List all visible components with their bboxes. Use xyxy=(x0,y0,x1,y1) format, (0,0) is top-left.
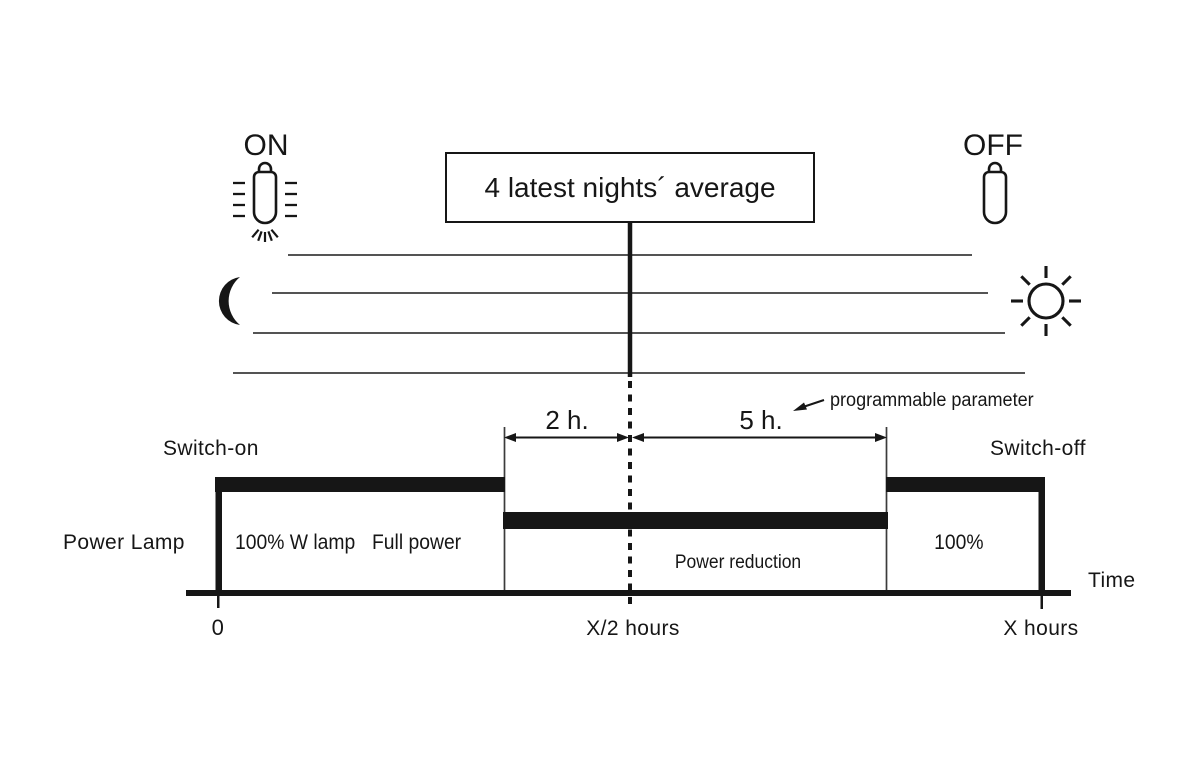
origin-tick xyxy=(217,596,220,608)
axis-end-label: X hours xyxy=(1003,617,1079,640)
switch-off-label: Switch-off xyxy=(990,437,1086,460)
switch-on-label: Switch-on xyxy=(163,437,259,460)
sun-icon xyxy=(1011,266,1081,336)
power-waveform xyxy=(186,477,1071,609)
full-power-bar xyxy=(215,477,505,492)
end-pct-label: 100% xyxy=(934,531,984,554)
on-label: ON xyxy=(243,129,289,162)
dimension-arrow-right xyxy=(632,433,887,442)
callout-arrow xyxy=(793,399,825,411)
full-power-pct-label: 100% W lamp xyxy=(235,531,356,554)
end-tick xyxy=(1040,596,1043,609)
axis-middle-label: X/2 hours xyxy=(586,617,680,640)
lamp-off-icon xyxy=(982,161,1008,225)
switch-off-edge xyxy=(1038,477,1045,593)
average-box-label: 4 latest nights´ average xyxy=(484,171,776,203)
axis-origin-label: 0 xyxy=(211,615,225,640)
off-label: OFF xyxy=(963,129,1023,162)
programmable-parameter-label: programmable parameter xyxy=(830,390,1034,411)
span-right-label: 5 h. xyxy=(739,405,783,435)
time-axis xyxy=(186,590,1071,596)
reduced-power-bar xyxy=(503,512,888,529)
lamp-on-icon xyxy=(233,161,297,242)
span-left-label: 2 h. xyxy=(545,405,589,435)
power-lamp-label: Power Lamp xyxy=(63,531,185,554)
power-reduction-label: Power reduction xyxy=(674,552,802,573)
moon-icon xyxy=(218,277,240,325)
full-power-label: Full power xyxy=(372,531,462,554)
dimension-arrow-left xyxy=(504,433,629,442)
average-box: 4 latest nights´ average xyxy=(445,152,815,223)
end-full-power-bar xyxy=(886,477,1045,492)
time-label: Time xyxy=(1088,569,1136,592)
switch-on-edge xyxy=(215,477,222,593)
